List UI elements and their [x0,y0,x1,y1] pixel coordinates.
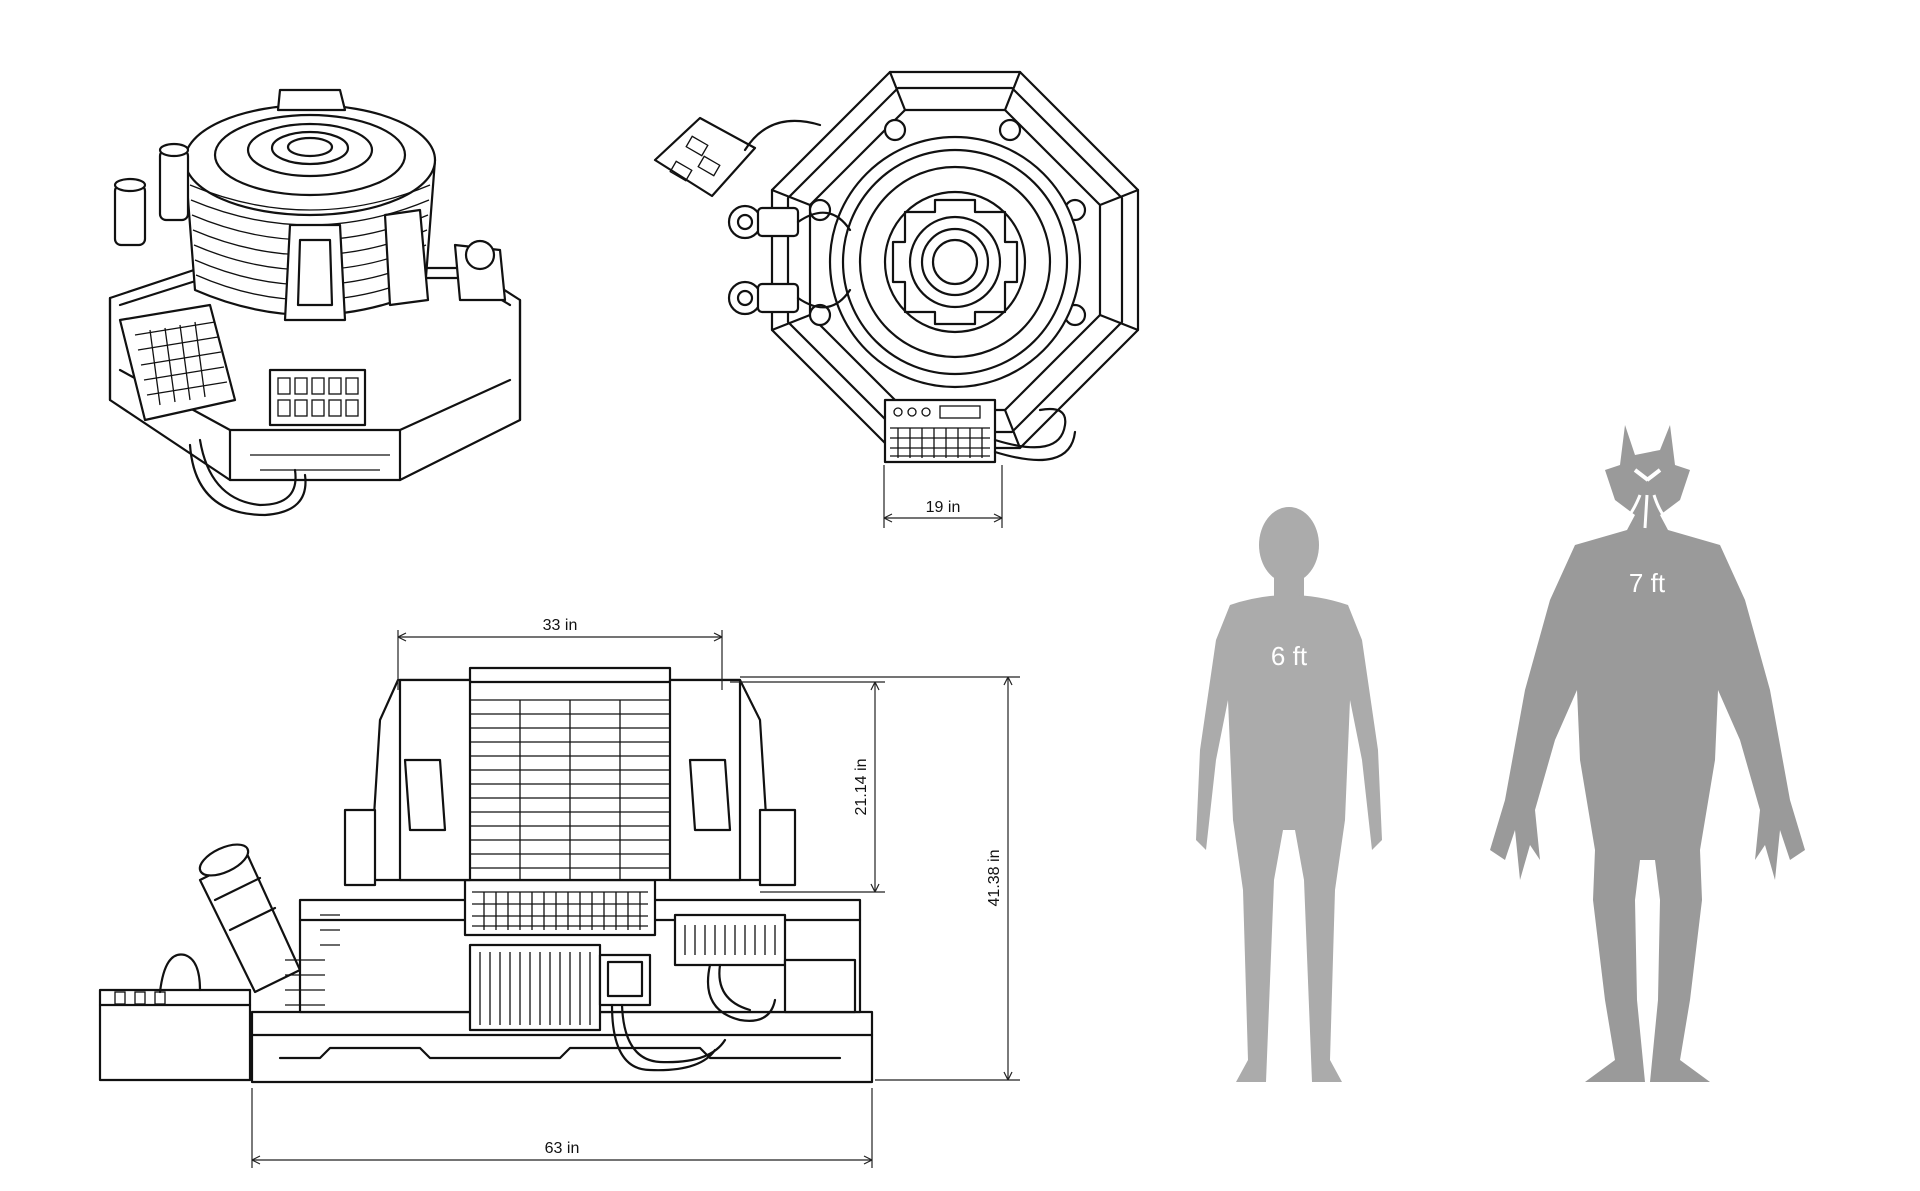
dim-label-total-height: 41.38 in [986,850,1003,907]
dim-label-base-width: 63 in [545,1140,580,1157]
front-view [98,666,874,1084]
dim-label-top-width: 33 in [543,617,578,634]
dimension-top-width: 33 in [397,617,723,690]
dimension-top-view-width: 19 in [883,465,1003,528]
creature-height-label: 7 ft [1629,568,1666,598]
dimension-upper-height: 21.14 in [730,681,885,893]
dimension-base-width: 63 in [251,1088,873,1168]
dim-label-upper-height: 21.14 in [853,759,870,816]
human-height-label: 6 ft [1271,641,1308,671]
creature-silhouette: 7 ft [1490,425,1805,1082]
dim-label-top-view-width: 19 in [926,499,961,516]
top-view [653,70,1140,464]
human-silhouette: 6 ft [1196,507,1382,1082]
isometric-view [108,88,522,517]
dimension-total-height: 41.38 in [740,676,1020,1081]
